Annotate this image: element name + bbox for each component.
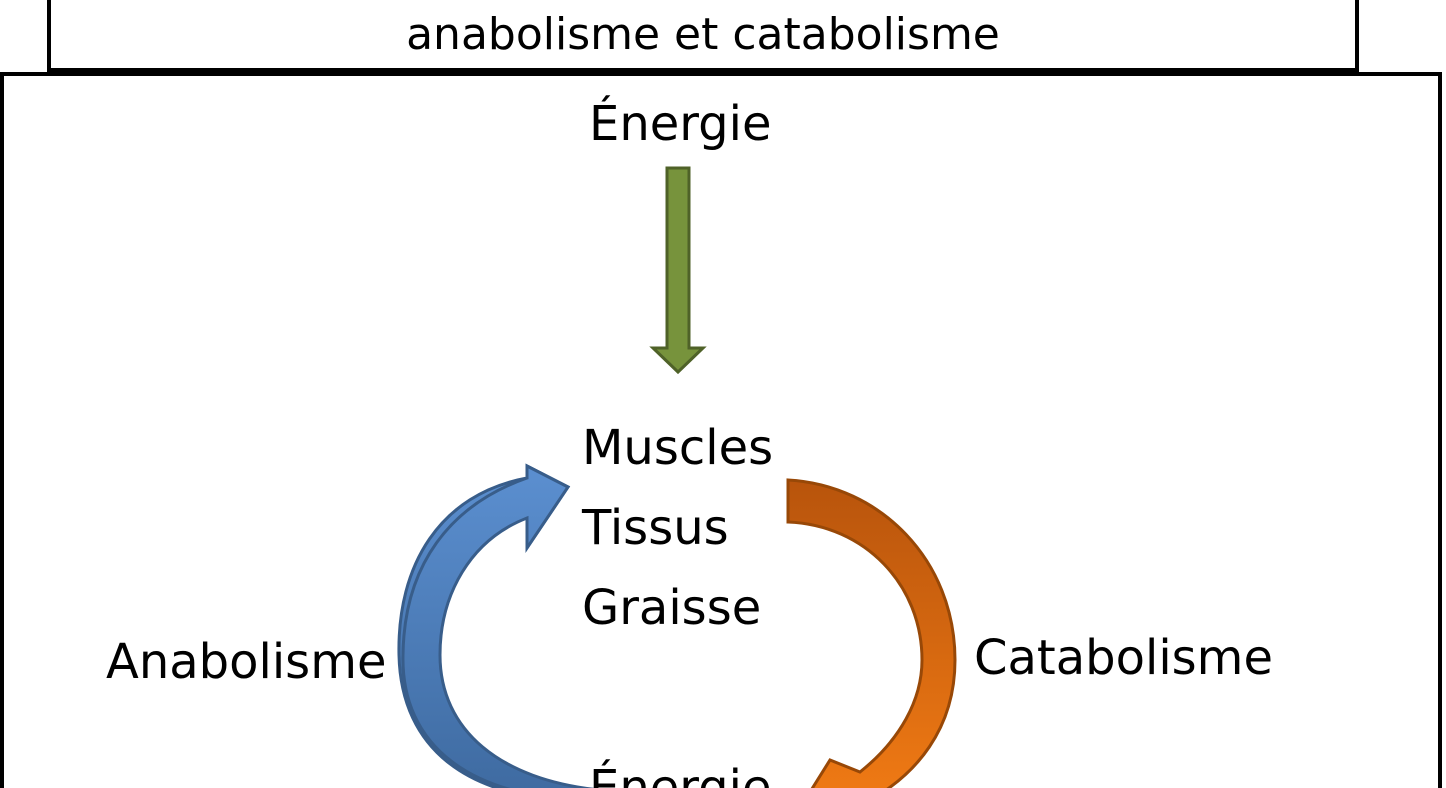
anabolism-arrow-body — [401, 463, 597, 788]
catabolism-arrow — [786, 478, 957, 788]
catabolism-label: Catabolisme — [974, 630, 1273, 686]
center-item-muscles: Muscles — [582, 420, 774, 476]
center-item-tissus: Tissus — [582, 500, 729, 556]
energy-down-arrow — [649, 166, 707, 375]
anabolism-label: Anabolisme — [106, 634, 387, 690]
diagram-frame — [0, 72, 1442, 788]
energy-top-label: Énergie — [589, 96, 772, 152]
energy-bottom-label: Énergie — [589, 760, 772, 788]
diagram-title: anabolisme et catabolisme — [406, 9, 1000, 60]
center-item-graisse: Graisse — [582, 580, 762, 636]
title-box: anabolisme et catabolisme — [47, 0, 1359, 72]
